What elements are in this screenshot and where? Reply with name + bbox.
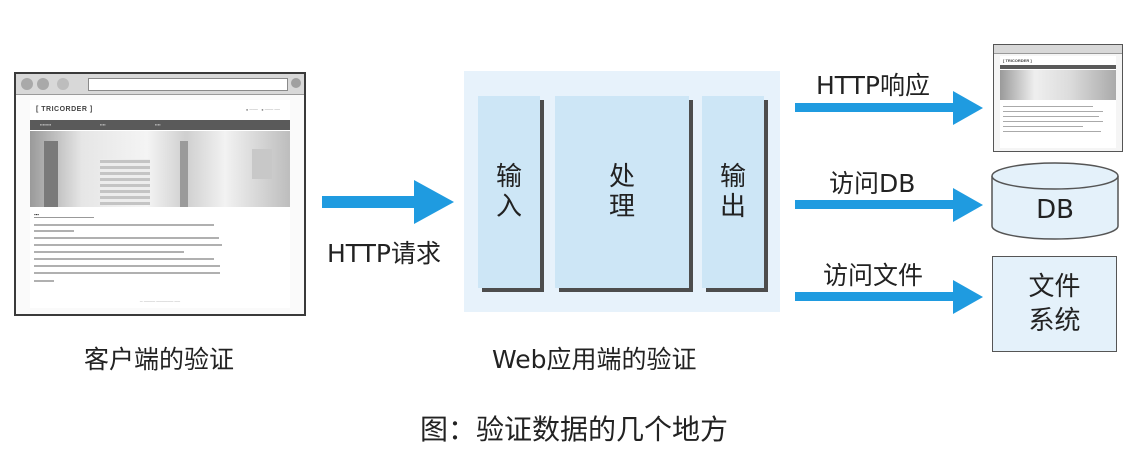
client-label: 客户端的验证 bbox=[84, 345, 235, 374]
file-access-label: 访问文件 bbox=[823, 261, 924, 290]
db-access-arrow bbox=[795, 188, 985, 222]
browser-toolbar bbox=[16, 74, 304, 95]
address-bar bbox=[88, 78, 288, 91]
response-page-logo: [ TRICORDER ] bbox=[1003, 58, 1032, 63]
back-icon bbox=[21, 78, 33, 90]
site-menu-bar: ▪▪▪▪▪▪▪▪ ▪▪▪▪ ▪▪▪▪ bbox=[30, 120, 290, 130]
output-module: 输出 bbox=[702, 96, 764, 288]
response-label: HTTP响应 bbox=[816, 71, 930, 100]
go-icon bbox=[291, 78, 301, 88]
process-module-label: 处理 bbox=[608, 162, 635, 222]
server-label: Web应用端的验证 bbox=[492, 345, 697, 374]
news-heading: ▪▪▪ bbox=[34, 212, 94, 218]
database-label: DB bbox=[1036, 195, 1074, 225]
browser-page: [ TRICORDER ] ● ─── ● ─── ── ▪▪▪▪▪▪▪▪ ▪▪… bbox=[30, 100, 290, 308]
client-browser-window: [ TRICORDER ] ● ─── ● ─── ── ▪▪▪▪▪▪▪▪ ▪▪… bbox=[14, 72, 306, 316]
process-module: 处理 bbox=[555, 96, 689, 288]
request-arrow bbox=[322, 180, 454, 224]
input-module-label: 输入 bbox=[495, 162, 522, 222]
file-system-label: 文件系统 bbox=[1028, 272, 1081, 336]
header-links: ● ─── ● ─── ── bbox=[245, 107, 280, 112]
forward-icon bbox=[37, 78, 49, 90]
home-icon bbox=[57, 78, 69, 90]
figure-caption: 图：验证数据的几个地方 bbox=[419, 413, 728, 446]
site-footer: ─ ──── ────── ── bbox=[139, 299, 181, 304]
request-label: HTTP请求 bbox=[327, 239, 441, 268]
db-access-label: 访问DB bbox=[829, 169, 916, 198]
database-cylinder bbox=[991, 162, 1119, 240]
input-module: 输入 bbox=[478, 96, 540, 288]
output-module-label: 输出 bbox=[719, 162, 746, 222]
site-logo: [ TRICORDER ] bbox=[36, 106, 93, 113]
file-access-arrow bbox=[795, 280, 985, 314]
hero-image bbox=[30, 131, 290, 207]
response-page-thumbnail: [ TRICORDER ] bbox=[993, 44, 1123, 152]
response-arrow bbox=[795, 91, 985, 125]
file-system-box: 文件系统 bbox=[992, 256, 1117, 352]
